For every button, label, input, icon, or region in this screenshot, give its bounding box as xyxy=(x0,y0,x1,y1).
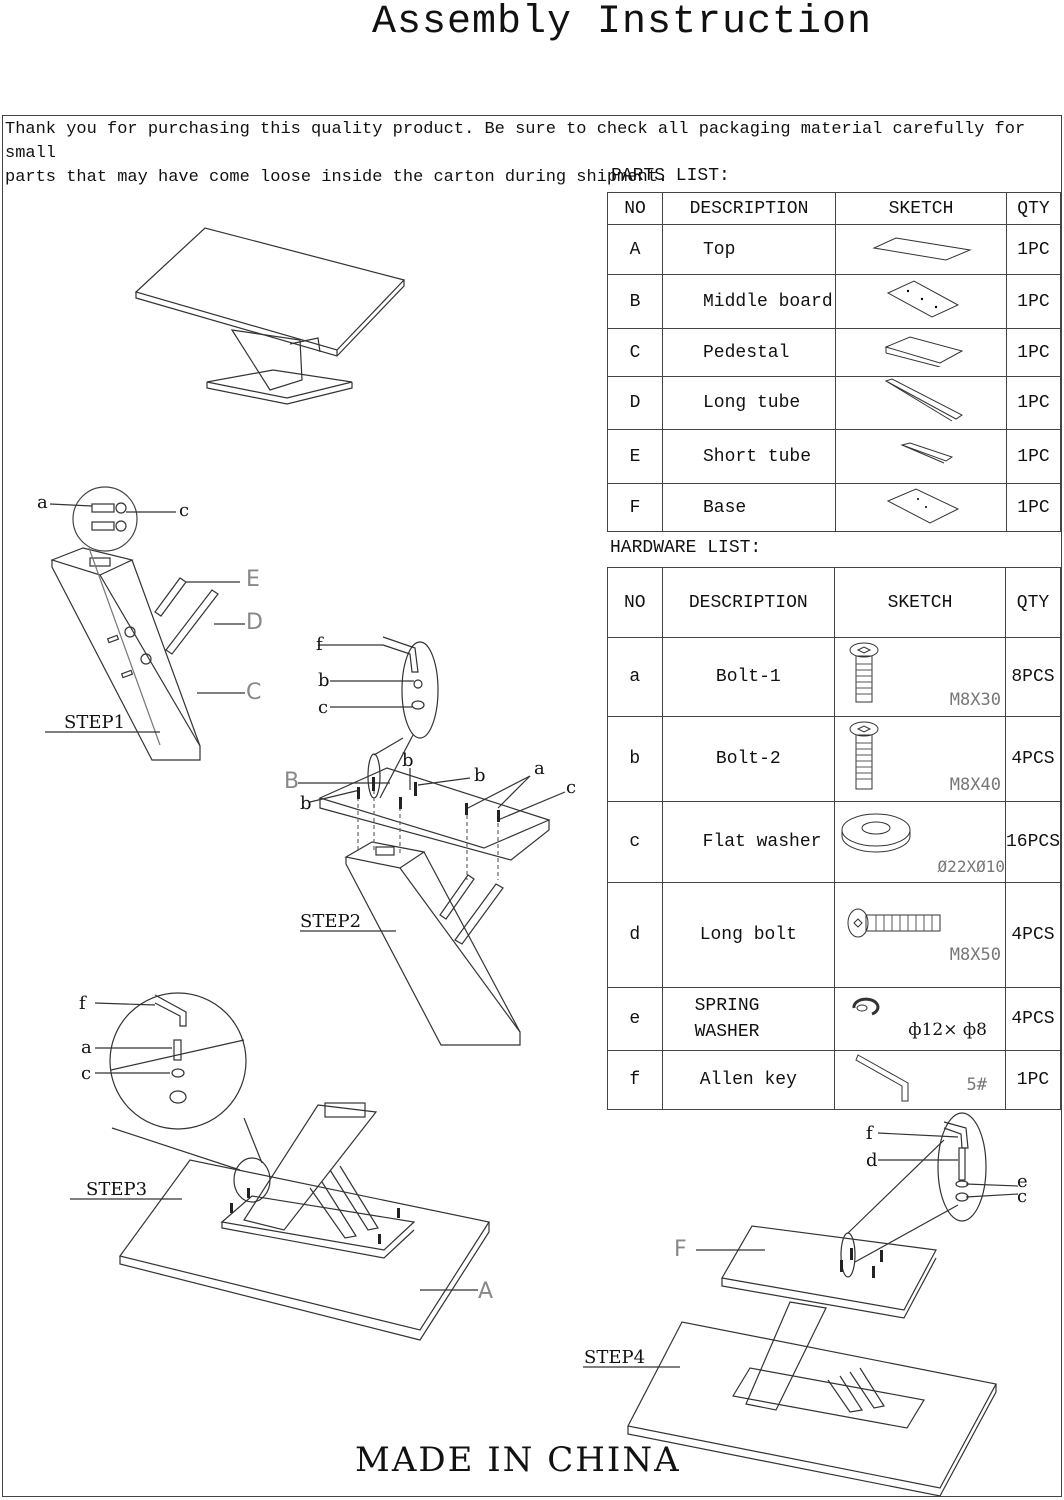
label-b-step2: b xyxy=(318,670,330,691)
intro-text: Thank you for purchasing this quality pr… xyxy=(5,120,1026,187)
label-b2-step2: b xyxy=(300,793,312,814)
label-a-step3: a xyxy=(81,1037,92,1058)
sketch-flat-washer: Ø22XØ10 xyxy=(833,801,1006,883)
document-frame xyxy=(2,115,1062,1497)
table-row: B Middle board 1PC xyxy=(607,274,1061,329)
table-row: b Bolt-2 M8X40 4PCS xyxy=(607,716,1062,802)
sketch-spring-washer: ф12× ф8 xyxy=(833,987,1006,1051)
hardware-table: NO DESCRIPTION SKETCH QTY a Bolt-1 M8X30… xyxy=(607,567,1062,1110)
parts-header-description: DESCRIPTION xyxy=(662,192,836,225)
step1-label: STEP1 xyxy=(64,712,126,733)
label-E-step1: E xyxy=(246,567,260,592)
label-A-step3: A xyxy=(478,1279,494,1304)
page-title: Assembly Instruction xyxy=(371,0,873,45)
step3-label: STEP3 xyxy=(86,1179,148,1200)
label-F-step4: F xyxy=(674,1237,687,1262)
table-row: a Bolt-1 M8X30 8PCS xyxy=(607,637,1062,717)
parts-header-no: NO xyxy=(607,192,663,225)
label-f-step3: f xyxy=(79,993,86,1014)
label-b3-step2: b xyxy=(402,750,414,771)
label-f-step4: f xyxy=(866,1123,873,1144)
parts-header-sketch: SKETCH xyxy=(835,192,1007,225)
parts-table: NO DESCRIPTION SKETCH QTY A Top 1PC B Mi… xyxy=(607,192,1061,532)
table-row: F Base 1PC xyxy=(607,483,1061,532)
label-d-step4: d xyxy=(866,1150,878,1171)
sketch-bolt-2: M8X40 xyxy=(833,716,1006,802)
table-row: c Flat washer Ø22XØ10 16PCS xyxy=(607,801,1062,883)
label-c-step2: c xyxy=(318,697,329,718)
table-row: A Top 1PC xyxy=(607,224,1061,275)
sketch-allen-key: 5# xyxy=(833,1050,1006,1110)
label-a-step1: a xyxy=(37,492,48,513)
label-a-step2: a xyxy=(534,758,545,779)
label-B-step2: B xyxy=(284,769,300,794)
label-D-step1: D xyxy=(246,610,263,635)
label-c-step3: c xyxy=(81,1063,92,1084)
step2-label: STEP2 xyxy=(300,911,362,932)
hardware-header-no: NO xyxy=(607,567,663,638)
parts-header-qty: QTY xyxy=(1006,192,1061,225)
table-row: f Allen key 5# 1PC xyxy=(607,1050,1062,1110)
hardware-header-sketch: SKETCH xyxy=(833,567,1006,638)
table-row: C Pedestal 1PC xyxy=(607,328,1061,377)
table-row: D Long tube 1PC xyxy=(607,376,1061,430)
sketch-base xyxy=(835,483,1007,532)
hardware-header-description: DESCRIPTION xyxy=(661,567,835,638)
label-b4-step2: b xyxy=(474,765,486,786)
parts-list-caption: PARTS LIST: xyxy=(611,166,730,186)
sketch-short-tube xyxy=(835,429,1007,484)
sketch-bolt-1: M8X30 xyxy=(833,637,1006,717)
label-c-step1: c xyxy=(179,500,190,521)
label-c3-step2: c xyxy=(566,777,577,798)
table-row: e SPRING WASHER ф12× ф8 4PCS xyxy=(607,987,1062,1051)
made-in-label: MADE IN CHINA xyxy=(355,1440,681,1480)
sketch-long-tube xyxy=(835,376,1007,430)
label-e-step4: e xyxy=(1017,1171,1028,1192)
sketch-long-bolt: M8X50 xyxy=(833,882,1006,988)
sketch-top xyxy=(835,224,1007,275)
step4-label: STEP4 xyxy=(584,1347,646,1368)
label-C-step1: C xyxy=(246,680,262,705)
sketch-middle-board xyxy=(835,274,1007,329)
label-f-step2: f xyxy=(316,634,323,655)
hardware-header-qty: QTY xyxy=(1004,567,1062,638)
hardware-list-caption: HARDWARE LIST: xyxy=(610,538,762,558)
table-row: E Short tube 1PC xyxy=(607,429,1061,484)
table-row: d Long bolt M8X50 4PCS xyxy=(607,882,1062,988)
sketch-pedestal xyxy=(835,328,1007,377)
label-c-step4: c xyxy=(1017,1186,1028,1207)
